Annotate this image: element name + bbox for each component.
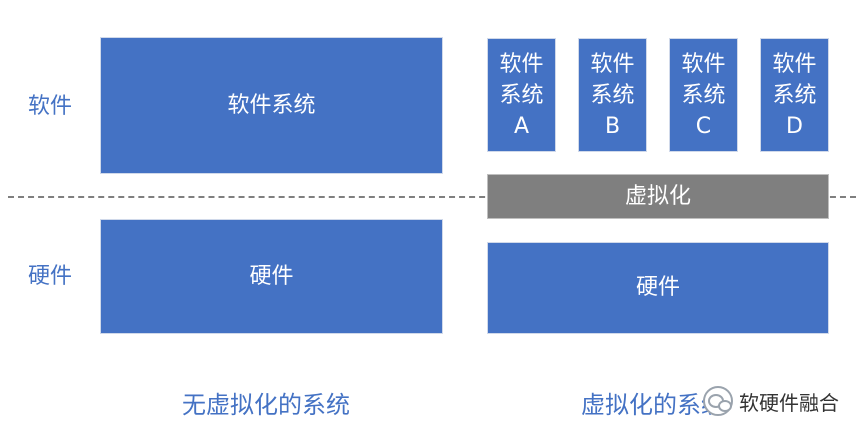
watermark: 软硬件融合: [703, 386, 839, 416]
vm-b-line1: 软件: [590, 51, 635, 77]
virtualization-label: 虚拟化: [624, 183, 691, 209]
vm-block-b: 软件 系统 B: [578, 38, 647, 152]
software-hardware-divider: [8, 196, 856, 198]
right-caption: 虚拟化的系统: [581, 391, 725, 419]
vm-a-line2: 系统: [499, 82, 544, 108]
vm-c-line2: 系统: [681, 82, 726, 108]
software-row-label: 软件: [28, 94, 73, 119]
wechat-icon: [703, 386, 733, 416]
vm-a-line1: 软件: [499, 51, 544, 77]
vm-a-line3: A: [513, 113, 530, 139]
vm-block-d: 软件 系统 D: [760, 38, 829, 152]
vm-block-a: 软件 系统 A: [487, 38, 556, 152]
right-hardware-label: 硬件: [635, 275, 680, 301]
vm-b-line3: B: [604, 113, 621, 139]
left-hardware-label: 硬件: [249, 263, 294, 289]
right-hardware-block: 硬件: [487, 242, 829, 334]
vm-d-line3: D: [786, 113, 803, 139]
virtualization-layer-block: 虚拟化: [487, 174, 829, 219]
vm-c-line1: 软件: [681, 51, 726, 77]
vm-b-line2: 系统: [590, 82, 635, 108]
vm-c-line3: C: [695, 113, 712, 139]
left-software-system-block: 软件系统: [100, 37, 443, 174]
vm-block-c: 软件 系统 C: [669, 38, 738, 152]
left-hardware-block: 硬件: [100, 219, 443, 334]
watermark-text: 软硬件融合: [739, 390, 839, 415]
hardware-row-label: 硬件: [28, 264, 73, 289]
left-caption: 无虚拟化的系统: [182, 391, 350, 419]
vm-d-line2: 系统: [772, 82, 817, 108]
vm-d-line1: 软件: [772, 51, 817, 77]
left-software-system-label: 软件系统: [227, 92, 316, 118]
